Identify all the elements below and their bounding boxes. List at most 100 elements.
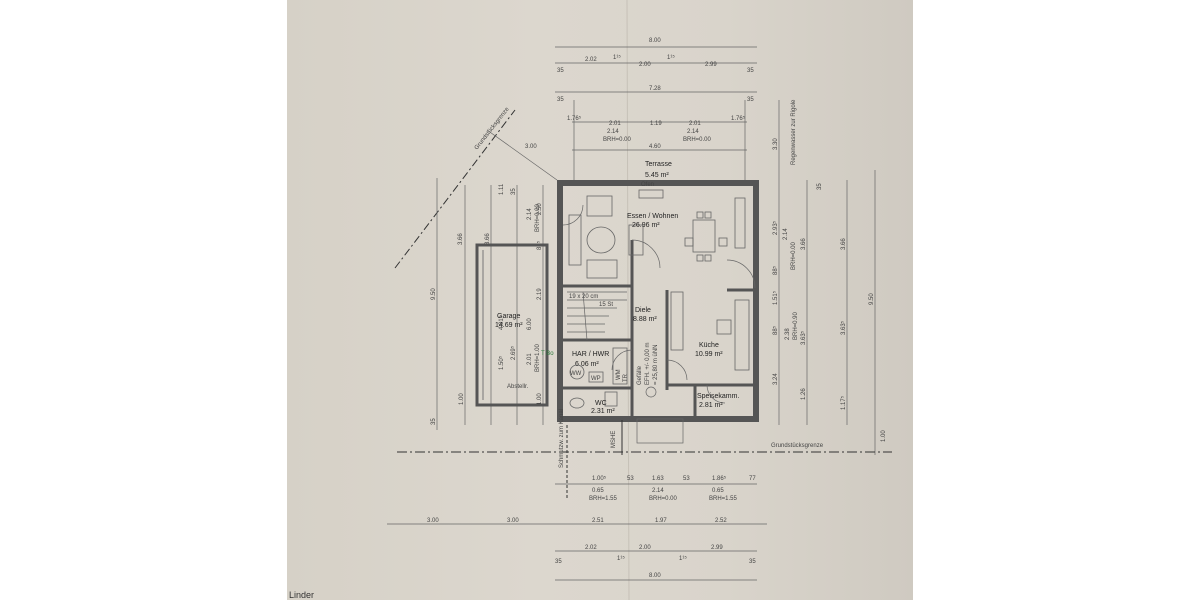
hall: Diele 8.88 m² EFH. +/- 0,00 m = 25,80 m … [633,307,659,398]
dim: 2.38 [785,328,791,340]
property-line-bottom: Grundstücksgrenze Schmutzw. zum Kanal MS… [397,409,892,500]
appliance-label: WM [616,369,622,380]
dim: 0.65 [712,488,724,494]
dim: 3.66 [841,238,847,250]
dim: 3.66 [485,233,491,245]
dim: 2.14 [652,488,664,494]
dim: BRH=0.00 [535,203,541,232]
dim: 1¹⁵ [617,555,625,562]
dim: 2.02 [585,545,597,551]
dim: 2.00 [639,62,651,68]
room-area: 26.96 m² [632,222,660,229]
pantry: Speisekamm. 2.81 m² [697,393,739,409]
dim: BRH=0.00 [791,241,797,270]
plan-sheet: 8.00 2.02 1¹⁵ 2.00 1¹⁵ 2.99 35 35 7.28 3… [287,0,913,600]
room-area: 8.88 m² [633,316,657,323]
appliance-label: TR [623,373,629,382]
dim: 35 [747,68,754,74]
dim: 3.00 [427,518,439,524]
dim: 2.01 [527,353,533,365]
room-area: 6.06 m² [575,361,599,368]
dim: 1.00⁵ [592,475,607,482]
dim: 2.00 [639,545,651,551]
living-furniture: Ofen Essen / Wohnen 26.96 m² [568,182,746,279]
dim: 88⁵ [772,325,779,335]
dim: 1¹⁵ [613,54,621,61]
dim: 2.93⁵ [772,220,779,235]
dim: 0.65 [592,488,604,494]
dim: 77 [749,476,756,482]
dim: 1.51⁵ [772,290,779,305]
dim: 3.00 [525,144,537,150]
dim: 35 [557,97,564,103]
room-area: 5.45 m² [645,172,669,179]
dim: 3.63⁵ [840,320,847,335]
dim: 3.66 [801,238,807,250]
room-name: HAR / HWR [572,351,609,358]
utility-room: HAR / HWR 6.06 m² WW WP WM TR T Bo [541,347,629,385]
stair-label: 15 St [599,302,613,308]
room-area: 2.31 m² [591,408,615,415]
dim: 6.00 [527,318,533,330]
dim: 35 [557,68,564,74]
dim: 4.01⁵ [498,315,505,330]
dim: 1.97 [655,518,667,524]
note: Abstellr. [507,384,529,390]
dim: BRH=1.00 [535,343,541,372]
garage: Garage 14.69 m² Abstellr. [475,243,549,407]
dim: BRH=0.00 [683,137,712,143]
dim: 1.19 [650,121,662,127]
room-area: 14.69 m² [495,322,523,329]
dim: 2.01 [609,121,621,127]
dim: 3.63⁵ [800,330,807,345]
dim: 3.24 [773,373,779,385]
dim: 3.66 [458,233,464,245]
dim: 1.00 [881,430,887,442]
wc: WC 2.31 m² [569,391,618,415]
top-total: 8.00 [649,38,661,44]
note: = 25,80 m üNN [653,344,659,385]
dim: 35 [511,188,517,195]
dim: 2.51 [592,518,604,524]
room-name: Küche [699,342,719,349]
note: Gefälle [637,365,643,385]
top-dimensions: 8.00 2.02 1¹⁵ 2.00 1¹⁵ 2.99 35 35 7.28 3… [555,38,757,151]
note: Ofen [641,182,654,188]
room-area: 10.99 m² [695,351,723,358]
dim: BRH=1.55 [589,496,618,502]
dim: 1.50⁵ [498,355,505,370]
dim: 2.14 [687,129,699,135]
house-walls [557,180,759,422]
dim: 2.02 [585,57,597,63]
room-area: 2.81 m² [699,402,723,409]
dim: 53 [683,476,690,482]
rainwater-label: Regenwasser zur Rigole [791,99,797,165]
terrace: Terrasse 5.45 m² [573,100,746,180]
dim: 2.19 [537,288,543,300]
dim: 9.50 [869,293,875,305]
dim: 88⁵ [772,265,779,275]
stair-label: 19 x 20 cm [569,294,598,300]
sewage-label: Schmutzw. zum Kanal [559,409,565,468]
left-dimensions: 9.50 3.66 3.66 35 2.69⁵ 2.50 88⁵ 2.19 1.… [431,178,544,430]
room-name: Speisekamm. [697,393,739,400]
dim: 2.01 [689,121,701,127]
note: EFH. +/- 0,00 m [645,342,651,385]
room-name: Garage [497,313,520,320]
bottom-total: 8.00 [649,573,661,579]
dim: 2.14 [527,208,533,220]
dim: 9.50 [431,288,437,300]
dim: 2.50 [537,203,543,215]
dim: 2.52 [715,518,727,524]
appliance-label: WP [591,376,601,382]
dim: 1¹⁵ [667,54,675,61]
bottom-dimensions: 1.00⁵ 53 1.63 53 1.86⁵ 77 0.65 BRH=1.55 … [387,475,767,581]
right-dimensions: 3.30 2.93⁵ 2.14 BRH=0.00 88⁵ 1.51⁵ 88⁵ 3… [772,99,887,455]
kitchen: Küche 10.99 m² [670,291,750,371]
dim: 1¹⁵ [679,555,687,562]
dim: 7.28 [649,86,661,92]
dim: 1.63 [652,476,664,482]
appliance-label: WW [570,371,582,377]
dim: 2.69⁵ [510,345,517,360]
dim: 2.14 [607,129,619,135]
